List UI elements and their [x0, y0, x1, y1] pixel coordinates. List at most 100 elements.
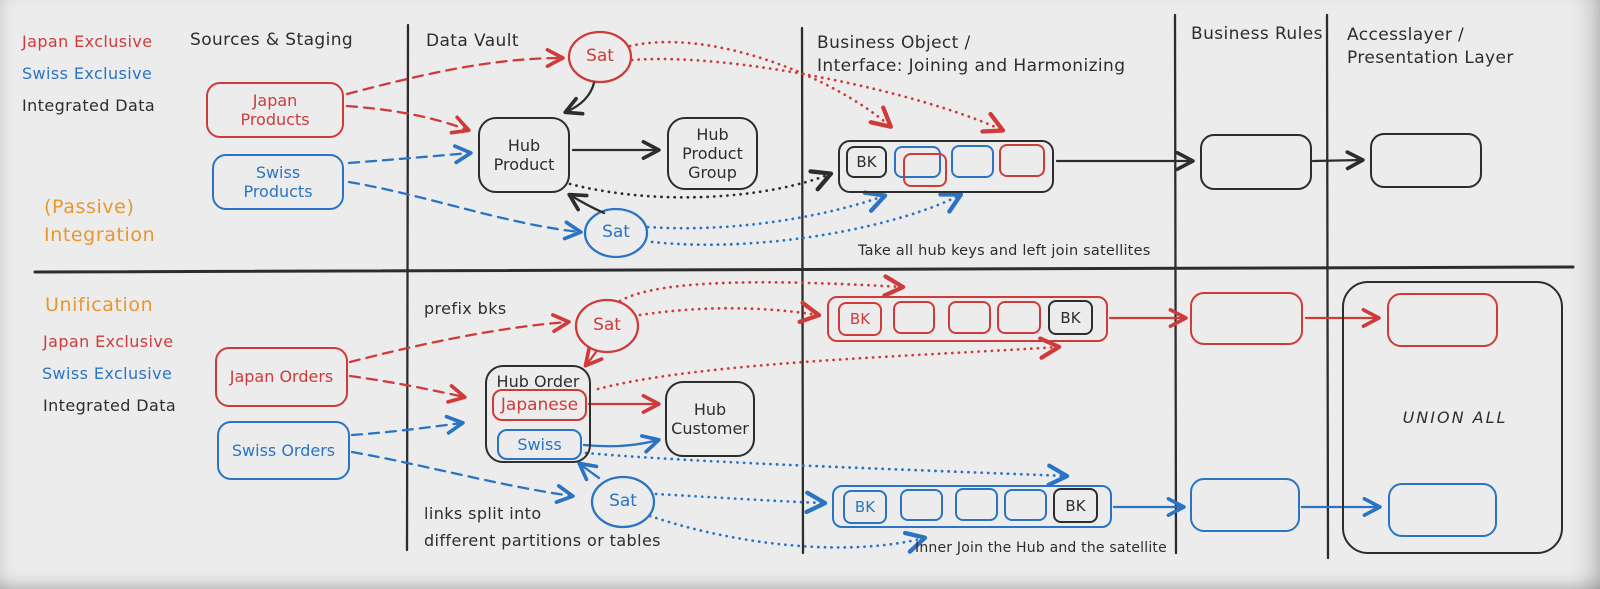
node-hub-product: Hub Product [478, 117, 570, 193]
legend-integrated-data-bottom: Integrated Data [43, 396, 177, 415]
divider-datavault-businessobject [800, 26, 805, 555]
node-japan-orders: Japan Orders [215, 347, 348, 407]
business-object-row-top [838, 140, 1054, 193]
node-sat-red-bottom-label: Sat [593, 315, 621, 335]
arrow-swissorders-to-huborder [350, 414, 465, 437]
business-object-red-overlap-cell [903, 153, 947, 187]
arrow-swissproducts-to-sat [347, 180, 583, 241]
arrow-redsat-to-hubproduct [563, 81, 596, 116]
business-object-bk-cell: BK [846, 146, 887, 178]
arrow-swissproducts-to-hubproduct [347, 144, 473, 165]
business-rules-box-blue [1190, 478, 1300, 532]
annotation-prefix-bks: prefix bks [424, 299, 507, 318]
union-all-container [1342, 281, 1563, 554]
node-hub-order-japanese-label: Japanese [500, 394, 579, 415]
sat-circle-red-bottom [574, 298, 640, 354]
sat-circle-blue-bottom [590, 475, 656, 529]
sat-circle-blue-top [583, 207, 649, 259]
divider-passive-unification [33, 265, 1575, 274]
satellite-circles [567, 30, 656, 529]
flow-hubproduct-to-businessobject [568, 169, 834, 199]
red-key-row-bk-cell: BK [838, 302, 882, 336]
node-hub-product-group: Hub Product Group [667, 117, 758, 190]
column-header-accesslayer-line2: Presentation Layer [1347, 48, 1514, 68]
node-japan-products: Japan Products [206, 82, 344, 138]
arrow-japanproducts-to-hubproduct [345, 104, 471, 135]
node-sat-blue-bottom-label: Sat [609, 491, 637, 511]
flow-japanese-to-redrow-bottom [596, 336, 1062, 391]
red-key-row-black-bk-cell: BK [1048, 300, 1093, 335]
arrow-japanorders-to-huborder [348, 374, 467, 404]
legend-japan-exclusive-bottom: Japan Exclusive [43, 332, 174, 351]
flow-bluesat-to-businessobject-1 [646, 190, 888, 230]
section-label-unification: Unification [45, 294, 154, 316]
union-blue-box [1388, 483, 1497, 537]
arrow-businessrules-to-accesslayer [1311, 150, 1365, 171]
column-header-business-object-line2: Interface: Joining and Harmonizing [817, 56, 1126, 76]
business-object-red-cell [999, 144, 1045, 177]
arrow-japanorders-to-sat [348, 313, 571, 364]
red-key-row-cell-2 [948, 301, 991, 334]
flow-bluesat-to-bluerow-bottom [648, 514, 928, 554]
bk-label: BK [849, 310, 871, 328]
bk-label: BK [856, 153, 877, 171]
annotation-links-split-line1: links split into [424, 504, 542, 523]
node-hub-order-label: Hub Order [496, 372, 580, 391]
bk-label: BK [1060, 308, 1081, 327]
column-header-data-vault: Data Vault [426, 31, 519, 51]
accesslayer-box-top [1370, 133, 1482, 188]
arrow-japanproducts-to-sat [345, 47, 565, 96]
bk-label: BK [1065, 496, 1086, 515]
legend-swiss-exclusive-top: Swiss Exclusive [22, 64, 153, 83]
node-swiss-orders: Swiss Orders [217, 421, 350, 480]
node-sat-red-top-label: Sat [586, 46, 614, 66]
bottom-section-arrows [348, 274, 1382, 554]
section-label-passive: (Passive) [44, 196, 135, 218]
union-all-label: UNION ALL [1402, 408, 1508, 427]
node-japan-products-label: Japan Products [240, 90, 310, 129]
node-hub-order-swiss-label: Swiss [517, 434, 562, 454]
flow-bluesat-to-businessobject-2 [650, 192, 964, 247]
legend-integrated-data-top: Integrated Data [22, 96, 156, 115]
node-swiss-products: Swiss Products [212, 154, 344, 210]
flow-redsat-to-redrow-top [618, 274, 906, 303]
column-header-sources: Sources & Staging [190, 30, 354, 50]
annotation-take-all-hub-keys: Take all hub keys and left join satellit… [858, 243, 1151, 259]
business-rules-box-top [1200, 134, 1312, 190]
column-header-business-object-line1: Business Object / [817, 33, 971, 53]
divider-businessobject-businessrules [1173, 13, 1178, 555]
blue-key-row-black-bk-cell: BK [1053, 488, 1098, 523]
node-swiss-orders-label: Swiss Orders [231, 440, 336, 460]
node-hub-order-japanese: Japanese [492, 389, 587, 421]
blue-key-row [832, 485, 1112, 528]
arrow-swissorders-to-sat [350, 450, 575, 504]
legend-japan-exclusive-top: Japan Exclusive [22, 32, 153, 51]
blue-key-row-cell-2 [955, 488, 998, 521]
union-red-box [1387, 293, 1498, 347]
node-hub-order: Hub Order [485, 365, 591, 463]
flow-redsat-to-redrow-left [638, 300, 822, 325]
annotation-links-split-line2: different partitions or tables [424, 531, 661, 550]
sat-circle-red-top [567, 30, 633, 84]
node-hub-product-label: Hub Product [493, 135, 555, 174]
column-header-business-rules: Business Rules [1191, 24, 1323, 44]
red-key-row-cell-1 [893, 301, 935, 334]
blue-key-row-cell-1 [900, 489, 943, 521]
node-japan-orders-label: Japan Orders [229, 367, 334, 387]
flow-redsat-to-businessobject-1 [628, 40, 893, 129]
node-hub-customer: Hub Customer [665, 381, 755, 457]
business-object-blue-cell-1 [894, 146, 941, 178]
annotation-inner-join: Inner Join the Hub and the satellite [915, 540, 1167, 556]
arrow-bluesat-to-huborder [577, 461, 601, 482]
section-label-integration: Integration [44, 224, 156, 246]
node-hub-product-group-label: Hub Product Group [682, 124, 743, 183]
bk-label: BK [854, 498, 876, 516]
flow-redsat-to-businessobject-2 [630, 57, 1006, 134]
legend-swiss-exclusive-bottom: Swiss Exclusive [42, 364, 173, 383]
node-hub-order-swiss: Swiss [497, 429, 582, 460]
arrow-bluesat-to-hubproduct [567, 192, 606, 215]
node-sat-blue-top-label: Sat [602, 222, 630, 242]
divider-sources-datavault [405, 23, 410, 552]
